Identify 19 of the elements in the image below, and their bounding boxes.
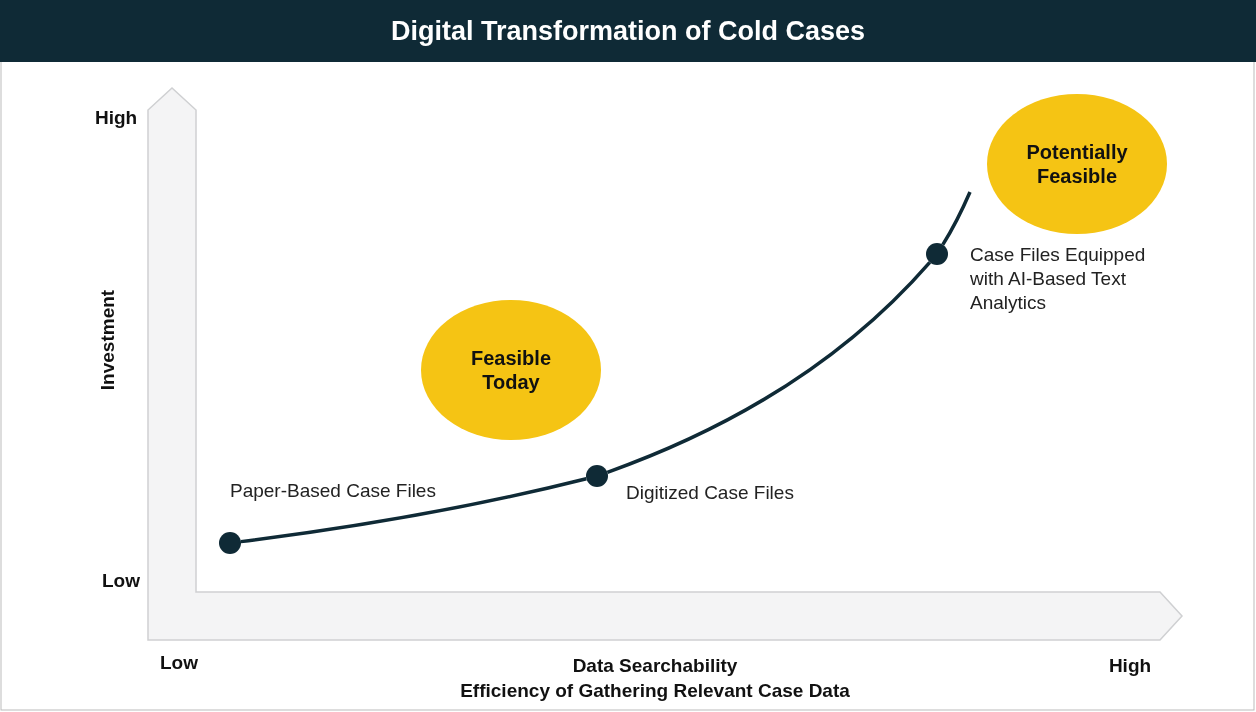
feasibility-ellipse: Potentially Feasible xyxy=(987,94,1167,234)
dot-marker xyxy=(926,243,948,265)
axis-label: High xyxy=(1108,655,1152,677)
axis-title: Efficiency of Gathering Relevant Case Data xyxy=(460,680,850,702)
axis-title: Investment xyxy=(97,289,119,391)
dot-marker xyxy=(219,532,241,554)
axis-label: Low xyxy=(102,570,140,592)
axis-label: Low xyxy=(160,652,198,674)
trend-curve xyxy=(606,261,932,474)
feasibility-ellipse: Feasible Today xyxy=(421,300,601,440)
dot-marker xyxy=(586,465,608,487)
axis-title: Data Searchability xyxy=(572,655,738,677)
axis-label: High xyxy=(95,107,138,129)
trend-curve xyxy=(941,191,972,246)
point-label: Paper-Based Case Files xyxy=(230,479,437,503)
point-label: Case Files Equipped with AI-Based Text Analytics xyxy=(970,243,1147,315)
title-banner: Digital Transformation of Cold Cases xyxy=(0,0,1256,62)
trend-curve xyxy=(240,477,587,544)
point-label: Digitized Case Files xyxy=(626,481,795,505)
